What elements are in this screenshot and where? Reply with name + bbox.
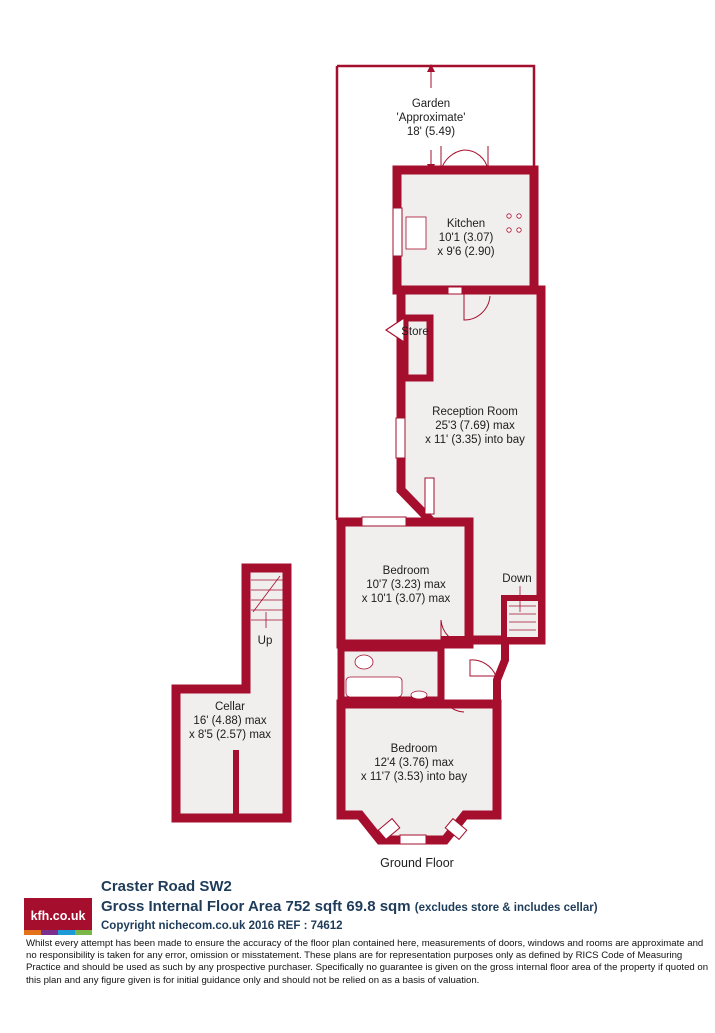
- reception-dim1: 25'3 (7.69) max: [435, 420, 515, 432]
- cellar-dim2: x 8'5 (2.57) max: [189, 729, 271, 741]
- store-name: Store: [401, 326, 429, 338]
- stairs-up-label: Up: [258, 635, 273, 647]
- disclaimer: Whilst every attempt has been made to en…: [26, 938, 709, 986]
- cellar-walls: [171, 563, 292, 823]
- reception-name: Reception Room: [432, 406, 518, 418]
- bedroom1-dim1: 10'7 (3.23) max: [366, 579, 446, 591]
- bedroom1-dim2: x 10'1 (3.07) max: [362, 593, 451, 605]
- room-labels: Garden 'Approximate' 18' (5.49) Kitchen …: [189, 98, 532, 870]
- cellar-dim1: 16' (4.88) max: [193, 715, 266, 727]
- garden-note: 'Approximate': [397, 112, 466, 124]
- garden-name: Garden: [412, 98, 450, 110]
- arrow-up-icon: [427, 64, 435, 72]
- garden-dim: 18' (5.49): [407, 126, 455, 138]
- bathroom-fixtures: [345, 654, 428, 700]
- floor-label: Ground Floor: [380, 856, 454, 870]
- stairs-down: [509, 586, 536, 631]
- copyright: Copyright nichecom.co.uk 2016 REF : 7461…: [101, 920, 343, 932]
- kfh-logo: kfh.co.uk: [24, 898, 92, 934]
- bedroom2-dim1: 12'4 (3.76) max: [374, 757, 454, 769]
- house-walls: [336, 165, 546, 845]
- logo-strip-green: [75, 930, 92, 935]
- bedroom2-dim2: x 11'7 (3.53) into bay: [361, 771, 467, 783]
- kitchen-name: Kitchen: [447, 218, 485, 230]
- property-address: Craster Road SW2: [101, 878, 232, 895]
- kitchen-fixtures: [405, 213, 522, 250]
- cellar-name: Cellar: [215, 701, 245, 713]
- logo-color-strip: [24, 930, 92, 935]
- bedroom2-name: Bedroom: [391, 743, 438, 755]
- reception-dim2: x 11' (3.35) into bay: [425, 434, 525, 446]
- kitchen-dim2: x 9'6 (2.90): [437, 246, 494, 258]
- floor-area: Gross Internal Floor Area 752 sqft 69.8 …: [101, 898, 598, 915]
- logo-strip-orange: [24, 930, 41, 935]
- bedroom1-name: Bedroom: [383, 565, 430, 577]
- windows: [361, 207, 468, 845]
- doors: [440, 146, 497, 713]
- floor-area-note: (excludes store & includes cellar): [414, 902, 598, 914]
- floor-area-value: Gross Internal Floor Area 752 sqft 69.8 …: [101, 898, 411, 915]
- logo-strip-purple: [41, 930, 58, 935]
- kitchen-dim1: 10'1 (3.07): [439, 232, 494, 244]
- floor-plan: Garden 'Approximate' 18' (5.49) Kitchen …: [171, 64, 546, 870]
- stairs-down-label: Down: [502, 573, 531, 585]
- logo-strip-blue: [58, 930, 75, 935]
